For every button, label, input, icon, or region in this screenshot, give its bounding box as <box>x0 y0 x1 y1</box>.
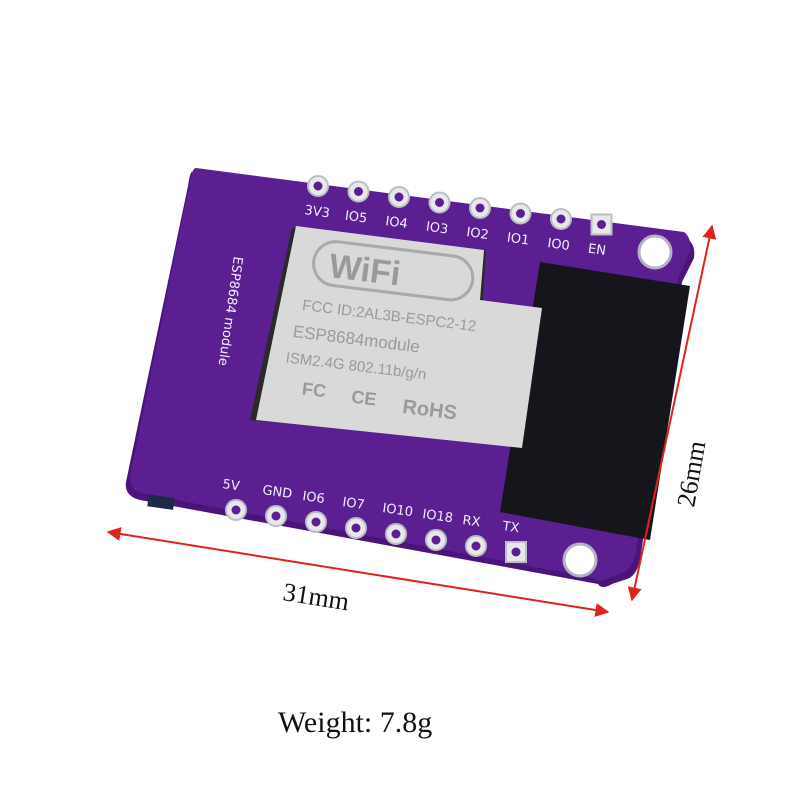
weight-label: Weight: 7.8g <box>278 706 432 739</box>
pin-hole <box>516 209 525 218</box>
pin-hole <box>556 214 566 224</box>
pin-label-io5: IO5 <box>344 209 368 227</box>
pin-label-tx: TX <box>500 519 520 536</box>
pin-label-io10: IO10 <box>381 501 413 520</box>
wifi-module: WiFi FCC ID:2AL3B-ESPC2-12 ESP8684module… <box>250 226 542 448</box>
pin-hole <box>431 535 441 545</box>
pin-hole <box>391 529 401 539</box>
pin-hole <box>475 203 485 213</box>
ce-mark: CE <box>350 387 377 410</box>
pin-hole <box>471 541 481 551</box>
pin-label-io4: IO4 <box>384 214 408 232</box>
width-label: 31mm <box>281 577 351 616</box>
pin-label-gnd: GND <box>261 483 293 502</box>
pin-label-io2: IO2 <box>465 225 489 243</box>
pin-label-io7: IO7 <box>341 495 365 513</box>
pin-label-rx: RX <box>461 513 481 530</box>
pin-label-3v3: 3V3 <box>303 203 330 221</box>
pin-hole <box>354 187 363 196</box>
pin-hole <box>351 523 361 533</box>
pin-label-5v: 5V <box>221 477 240 494</box>
pin-label-en: EN <box>587 242 607 259</box>
pin-hole <box>313 181 323 191</box>
pin-hole <box>271 511 281 521</box>
height-arrow <box>627 224 717 602</box>
pin-hole <box>231 505 241 515</box>
pin-label-io3: IO3 <box>425 220 449 238</box>
pin-hole <box>597 220 606 229</box>
pin-hole <box>511 547 521 557</box>
wifi-logo: WiFi <box>327 247 403 293</box>
pin-hole <box>311 517 321 527</box>
pin-hole <box>394 192 404 202</box>
pin-label-io0: IO0 <box>546 236 570 254</box>
pin-label-io6: IO6 <box>301 489 325 507</box>
fc-mark: FC <box>301 379 327 402</box>
pin-hole <box>435 198 444 207</box>
height-label: 26mm <box>671 439 711 509</box>
width-arrow <box>106 527 610 617</box>
pin-label-io1: IO1 <box>506 231 530 249</box>
pin-label-io18: IO18 <box>421 507 453 526</box>
